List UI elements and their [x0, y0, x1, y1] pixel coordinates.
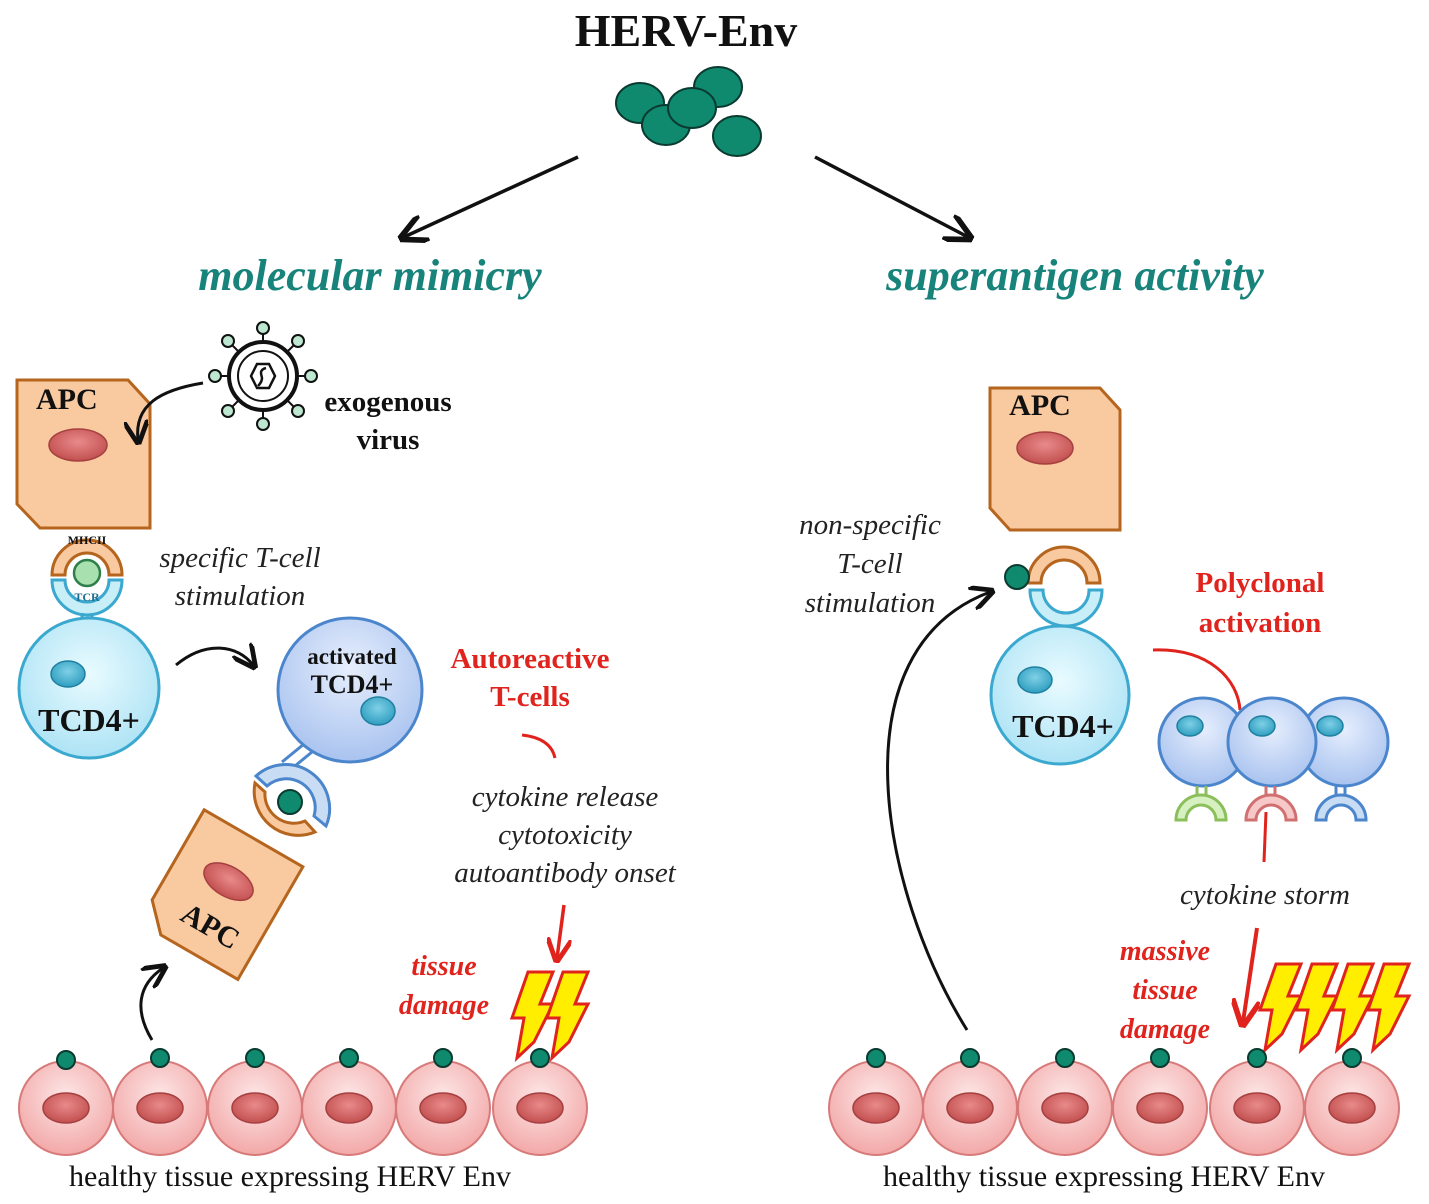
red-connector-left [521, 733, 557, 759]
arrow-tcd4-to-activated [175, 648, 253, 665]
polyclonal-label-line2: activation [1198, 607, 1322, 639]
polyclonal-label-line1: Polyclonal [1195, 567, 1325, 599]
arrow-to-superantigen [814, 155, 968, 237]
tcd4-cell-right [989, 624, 1131, 766]
massive-damage-line3: damage [1119, 1014, 1211, 1045]
effect-autoantibody-onset: autoantibody onset [454, 857, 676, 889]
tcd4-cell-left [17, 616, 161, 760]
activated-label-line1: activated [307, 644, 397, 669]
arrow-virus-to-apc [138, 381, 204, 440]
tissue-label-right: healthy tissue expressing HERV Env [883, 1160, 1325, 1193]
specific-stimulation-line1: specific T-cell [159, 542, 321, 574]
apc-label-right: APC [1009, 389, 1071, 422]
herv-env-particles [615, 66, 762, 157]
heading-superantigen-activity: superantigen activity [886, 251, 1264, 300]
nonspecific-stimulation-line3: stimulation [804, 587, 936, 619]
apc-cell-top-left [15, 378, 152, 530]
effect-cytokine-release: cytokine release [471, 781, 659, 813]
diagram-title: HERV-Env [574, 5, 798, 56]
arrow-to-molecular-mimicry [404, 155, 579, 237]
virus-label-line2: virus [356, 424, 420, 456]
virus-label-line1: exogenous [324, 386, 452, 418]
nonspecific-stimulation-line1: non-specific [799, 509, 941, 541]
tcd4-label-left: TCD4+ [38, 702, 140, 738]
red-connector-polyclonal [1152, 648, 1242, 711]
red-arrow-to-damage-left [557, 904, 564, 958]
apc-label-top-left: APC [36, 383, 98, 416]
tissue-label-left: healthy tissue expressing HERV Env [69, 1160, 511, 1193]
exogenous-virus-icon [208, 321, 318, 431]
cytokine-storm-label: cytokine storm [1180, 879, 1350, 911]
autoreactive-label-line1: Autoreactive [450, 643, 610, 675]
tissue-damage-line1: tissue [411, 951, 477, 982]
activated-label-line2: TCD4+ [310, 670, 394, 699]
heading-molecular-mimicry: molecular mimicry [198, 251, 542, 300]
lightning-bolts-left [509, 970, 591, 1063]
nonspecific-stimulation-line2: T-cell [837, 548, 903, 580]
arrow-tissue-to-apc [139, 968, 163, 1041]
tcr-antigen-complex-activated [252, 763, 332, 837]
massive-damage-line1: massive [1119, 936, 1211, 967]
tissue-cells-left [18, 1048, 588, 1156]
autoreactive-label-line2: T-cells [490, 681, 570, 713]
tissue-damage-line2: damage [398, 990, 490, 1021]
red-connector-storm [1262, 811, 1268, 863]
polyclonal-tcell-cluster [1157, 696, 1390, 822]
apc-cell-bottom-left [150, 807, 305, 982]
apc-cell-right [988, 386, 1122, 532]
specific-stimulation-line2: stimulation [174, 580, 306, 612]
effect-cytotoxicity: cytotoxicity [498, 819, 632, 851]
mhc-label: MHCII [67, 533, 107, 547]
tissue-cells-right [828, 1048, 1400, 1156]
lightning-bolts-right [1257, 962, 1412, 1055]
activated-tcd4-cell [276, 616, 424, 772]
tcd4-label-right: TCD4+ [1012, 708, 1114, 744]
red-arrow-to-damage-right [1243, 927, 1257, 1022]
massive-damage-line2: tissue [1132, 975, 1198, 1006]
tcr-label: TCR [74, 590, 100, 604]
arrow-tissue-to-complex [886, 592, 990, 1031]
